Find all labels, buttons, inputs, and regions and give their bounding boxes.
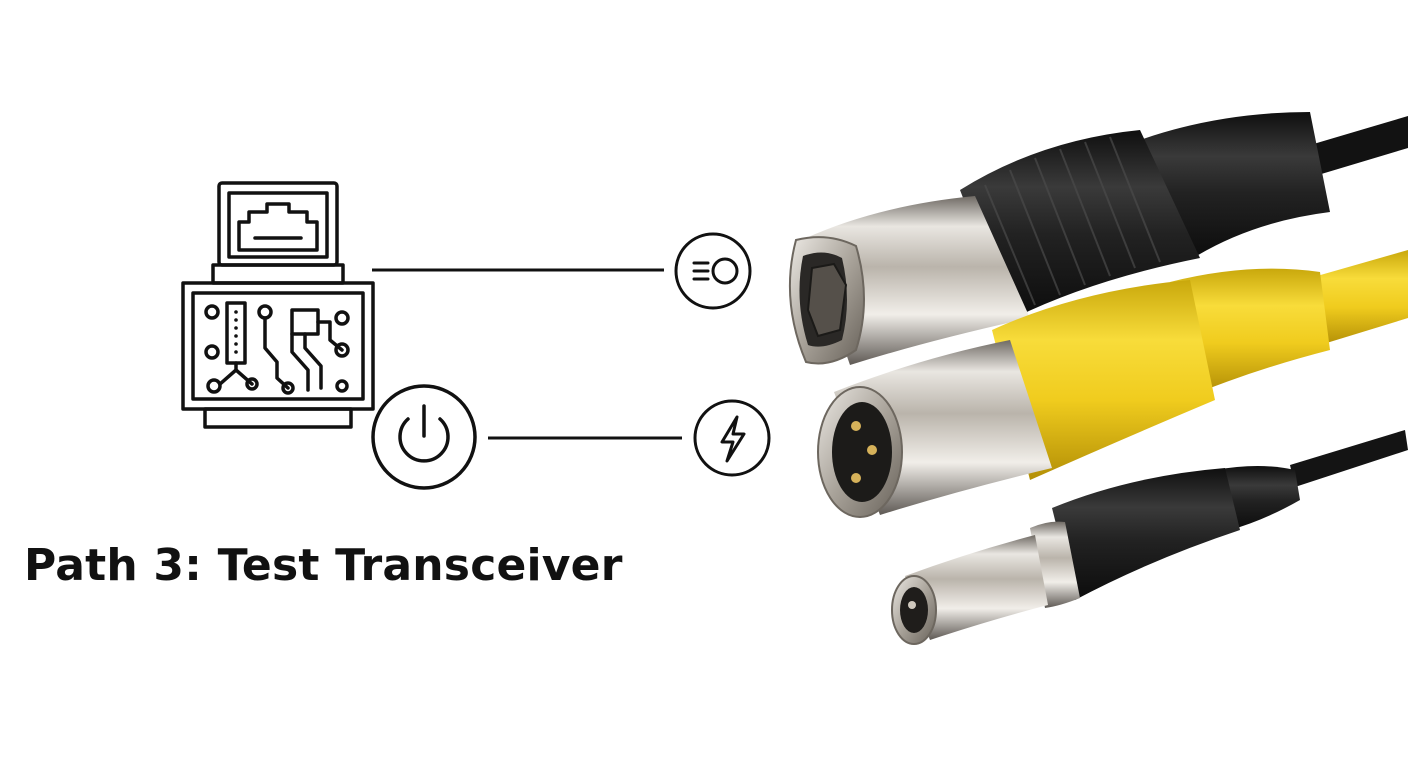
power-icon[interactable] [371,384,477,490]
hollow-connector [788,112,1408,365]
lightning-bolt-icon [693,399,771,477]
diagram-title: Path 3: Test Transceiver [24,540,623,591]
barrel-plug [891,430,1408,645]
chip-pins [234,310,238,354]
three-pin-connector [817,250,1408,518]
transceiver-module-icon [181,181,375,429]
signal-light-icon [674,232,752,310]
